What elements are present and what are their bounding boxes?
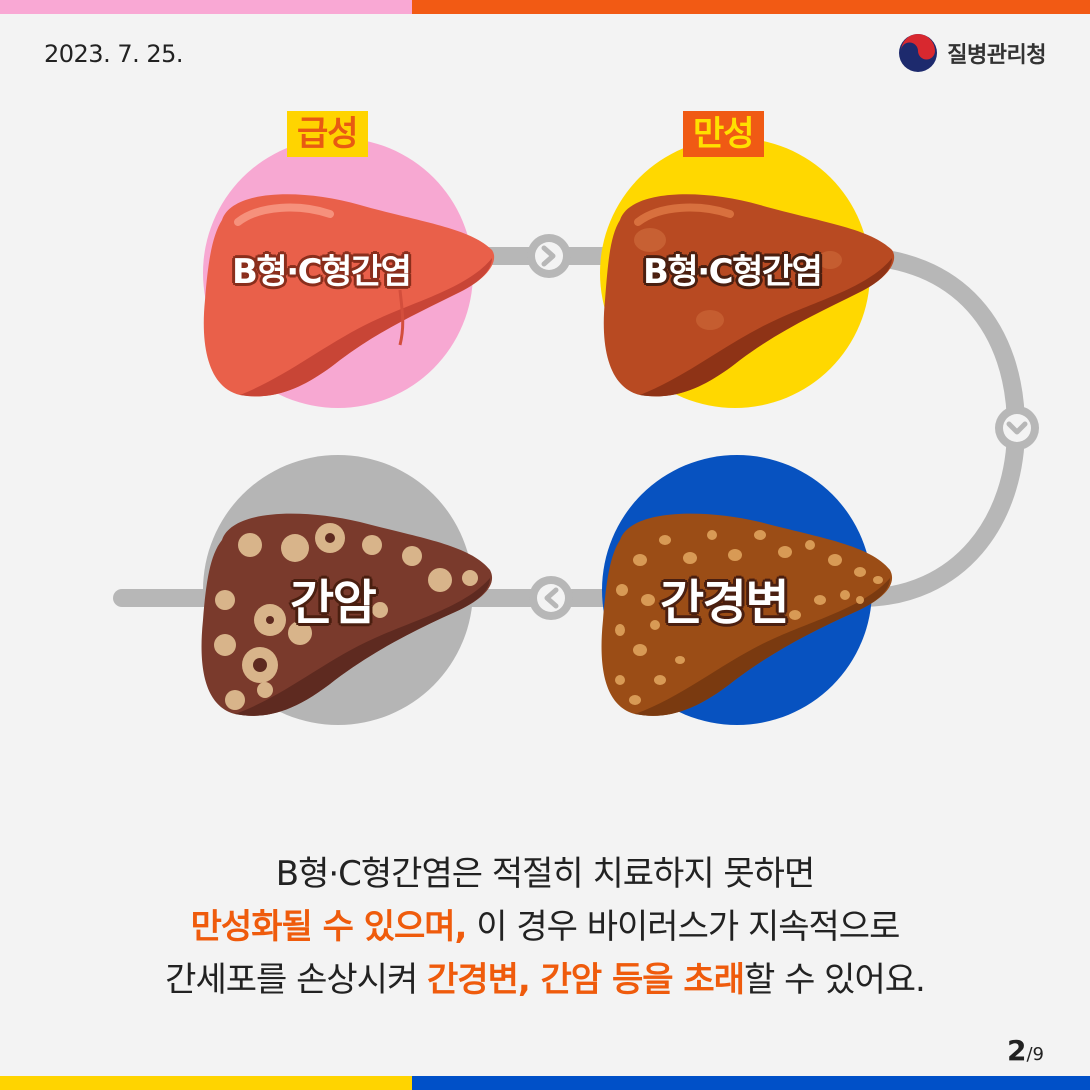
current-page-number: 2 [1006,1034,1027,1067]
inflamed-liver-icon [603,194,895,397]
healthy-liver-icon [203,194,495,397]
bottom-bar-yellow-segment [0,1076,412,1090]
caption-line-3-end: 할 수 있어요. [743,960,926,1000]
acute-hepatitis-label: B형·C형간염 [232,252,412,292]
chronic-badge: 만성 [683,111,764,157]
agency-logo: 질병관리청 [897,32,1046,74]
bottom-color-bar [0,1076,1090,1090]
caption-line-2: 만성화될 수 있으며, 이 경우 바이러스가 지속적으로 [0,901,1090,954]
caption-highlight-outcomes: 간경변, 간암 등을 초래 [427,960,745,1000]
liver-cancer-stage [201,455,493,725]
chronic-hepatitis-label: B형·C형간염 [643,252,823,292]
cirrhosis-label: 간경변 [660,575,789,631]
caption-line-1: B형·C형간염은 적절히 치료하지 못하면 [275,854,816,894]
acute-badge: 급성 [287,111,368,157]
cirrhosis-stage [601,455,893,725]
top-bar-orange-segment [412,0,1090,14]
caption-highlight-chronic: 만성화될 수 있으며, [190,907,468,947]
arrow-down-icon [995,406,1039,450]
agency-name: 질병관리청 [947,43,1046,68]
arrow-right-icon [527,234,571,278]
publish-date: 2023. 7. 25. [44,40,184,68]
top-color-bar [0,0,1090,14]
top-bar-pink-segment [0,0,412,14]
acute-hepatitis-stage [203,138,495,408]
arrow-left-icon [529,576,573,620]
caption-line-3: 간세포를 손상시켜 간경변, 간암 등을 초래할 수 있어요. [0,954,1090,1007]
description-caption: B형·C형간염은 적절히 치료하지 못하면 만성화될 수 있으며, 이 경우 바… [0,848,1090,1007]
caption-line-3-start: 간세포를 손상시켜 [165,960,428,1000]
page-indicator: 2/9 [1007,1034,1044,1067]
total-page-number: /9 [1026,1044,1044,1065]
taegeuk-emblem-icon [899,34,938,72]
bottom-bar-blue-segment [412,1076,1090,1090]
caption-line-2-rest: 이 경우 바이러스가 지속적으로 [466,907,900,947]
cirrhotic-liver-icon [601,513,893,716]
liver-cancer-label: 간암 [290,575,377,631]
chronic-hepatitis-stage [600,138,895,408]
cancerous-liver-icon [201,513,493,716]
